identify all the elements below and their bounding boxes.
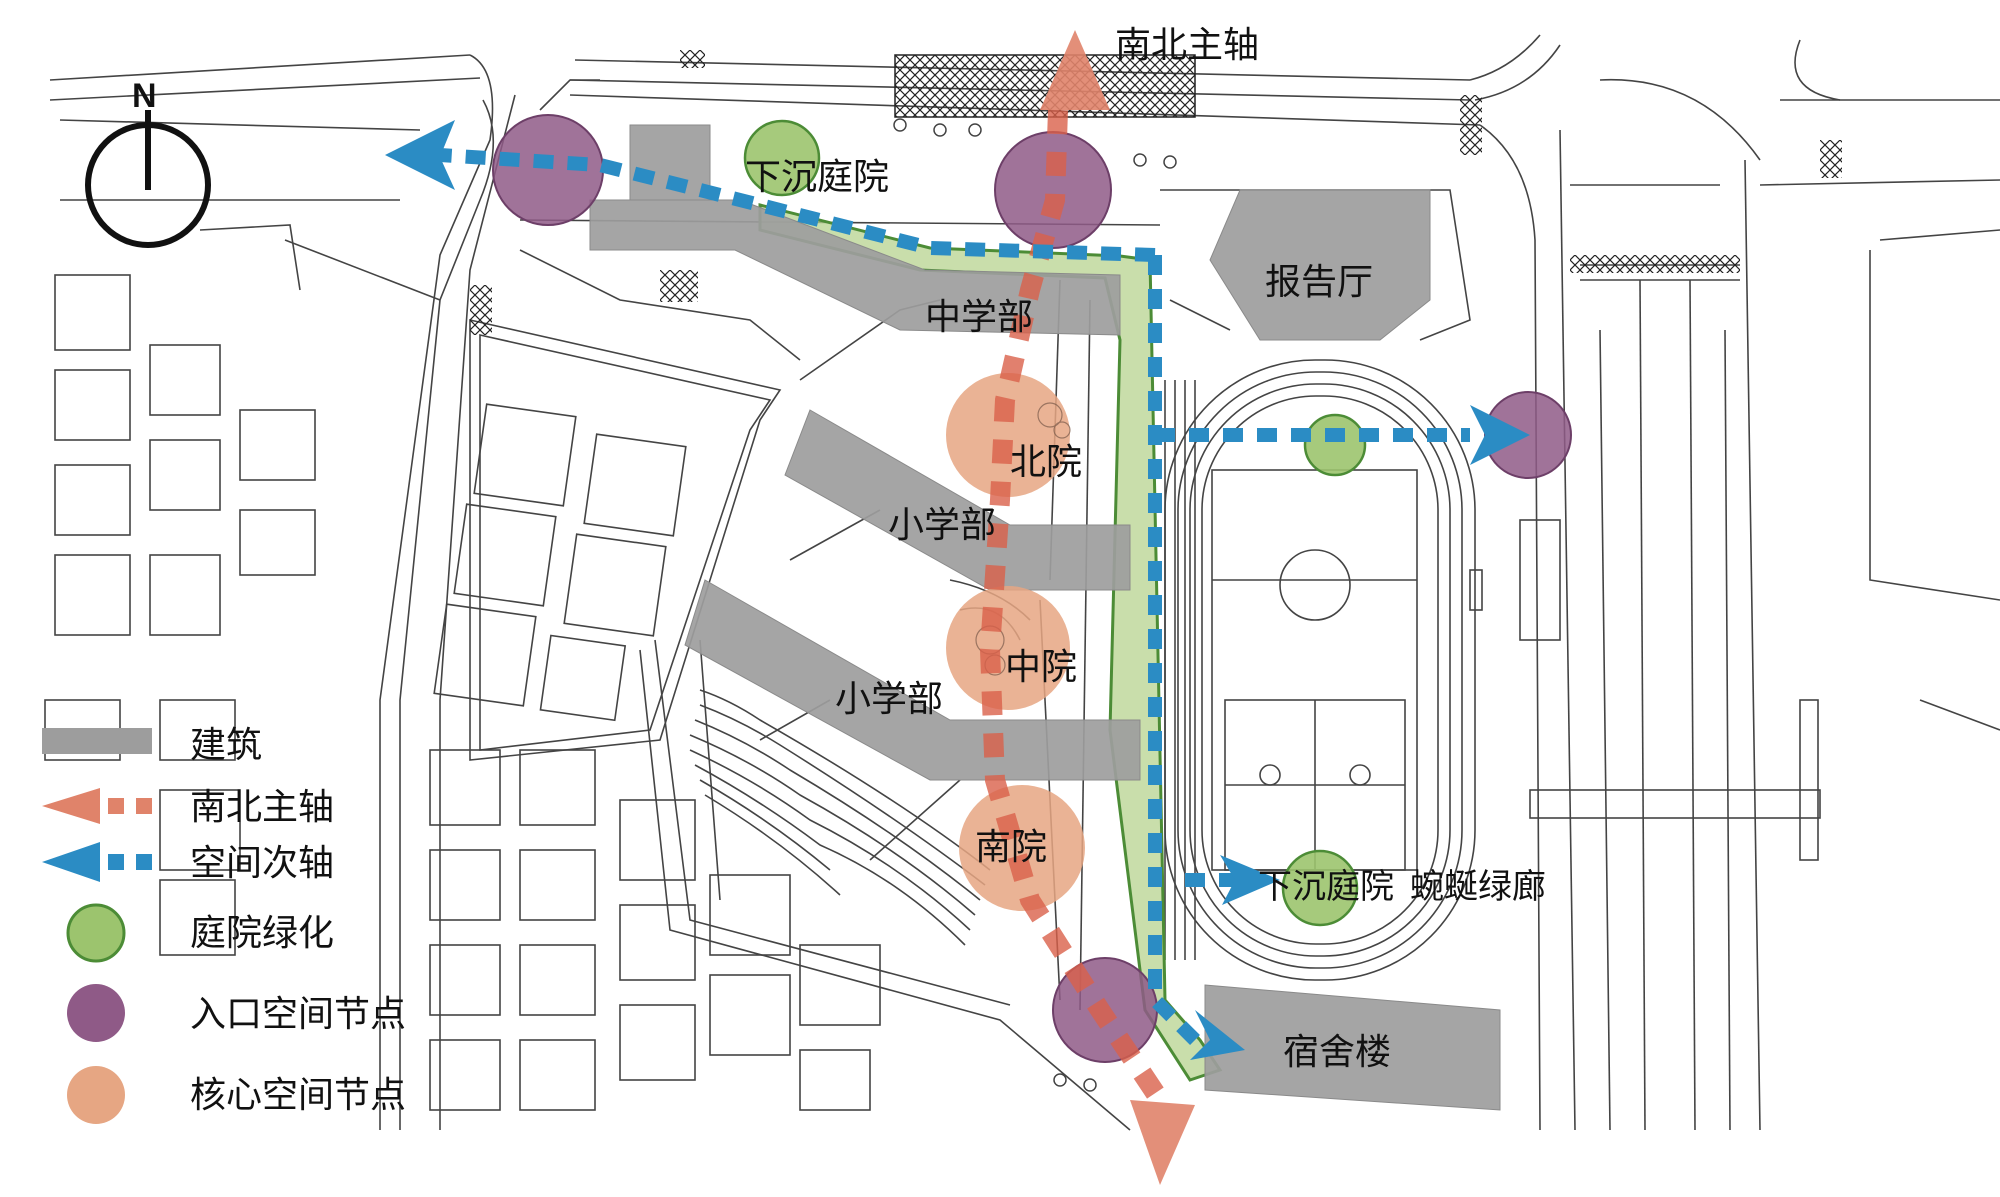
middle-school-building	[589, 199, 1121, 336]
entrance-node-north	[994, 131, 1112, 249]
legend-label-courtyard-green: 庭院绿化	[190, 913, 335, 954]
legend-label-ns-axis: 南北主轴	[190, 787, 335, 828]
label-sunken-courtyard-top: 下沉庭院	[745, 157, 890, 198]
legend-label-entrance-node: 入口空间节点	[190, 994, 407, 1035]
label-dormitory: 宿舍楼	[1283, 1032, 1392, 1073]
secondary-axis	[439, 148, 1470, 1045]
legend-label-core-node: 核心空间节点	[190, 1075, 407, 1116]
legend-entrance-node-swatch	[67, 984, 125, 1042]
auditorium-building	[1209, 189, 1431, 341]
legend-symbols	[42, 728, 152, 1124]
label-middle-courtyard: 中院	[1005, 647, 1078, 688]
label-primary-school-2: 小学部	[835, 679, 944, 720]
label-primary-school-1: 小学部	[888, 505, 997, 546]
core-nodes	[946, 373, 1085, 911]
label-sunken-courtyard-bottom: 下沉庭院	[1258, 867, 1394, 907]
label-auditorium: 报告厅	[1265, 262, 1374, 303]
legend-label-building: 建筑	[190, 725, 263, 766]
trees	[893, 118, 1177, 1092]
legend-secondary-axis-swatch	[42, 842, 152, 882]
compass: N	[85, 77, 211, 248]
secondary-axis-arrows	[385, 120, 1530, 1060]
axis-arrow-south	[1130, 1100, 1195, 1185]
core-node-middle	[946, 586, 1070, 710]
greenery-track-south	[1281, 849, 1359, 927]
legend-core-node-swatch	[67, 1066, 125, 1124]
greenery-top	[743, 119, 821, 197]
label-south-courtyard: 南院	[975, 827, 1048, 868]
axis-arrow-north	[1040, 30, 1110, 110]
legend-building-swatch	[42, 728, 152, 754]
primary-school-1-building	[784, 409, 1131, 591]
label-middle-school: 中学部	[925, 297, 1034, 338]
label-north-south-axis: 南北主轴	[1115, 25, 1260, 66]
courtyard-greenery	[743, 119, 1367, 927]
label-north-courtyard: 北院	[1010, 442, 1083, 483]
site-linework	[44, 34, 2000, 1131]
legend-label-secondary-axis: 空间次轴	[190, 843, 335, 884]
legend-ns-axis-swatch	[42, 788, 152, 824]
greenery-track-north	[1303, 413, 1367, 477]
compass-letter: N	[132, 77, 157, 115]
legend-courtyard-green-swatch	[66, 903, 126, 963]
primary-school-2-building	[684, 579, 1141, 781]
core-node-south	[959, 785, 1085, 911]
label-green-corridor: 蜿蜒绿廊	[1410, 867, 1546, 907]
core-node-north	[946, 373, 1070, 497]
buildings	[589, 124, 1501, 1111]
